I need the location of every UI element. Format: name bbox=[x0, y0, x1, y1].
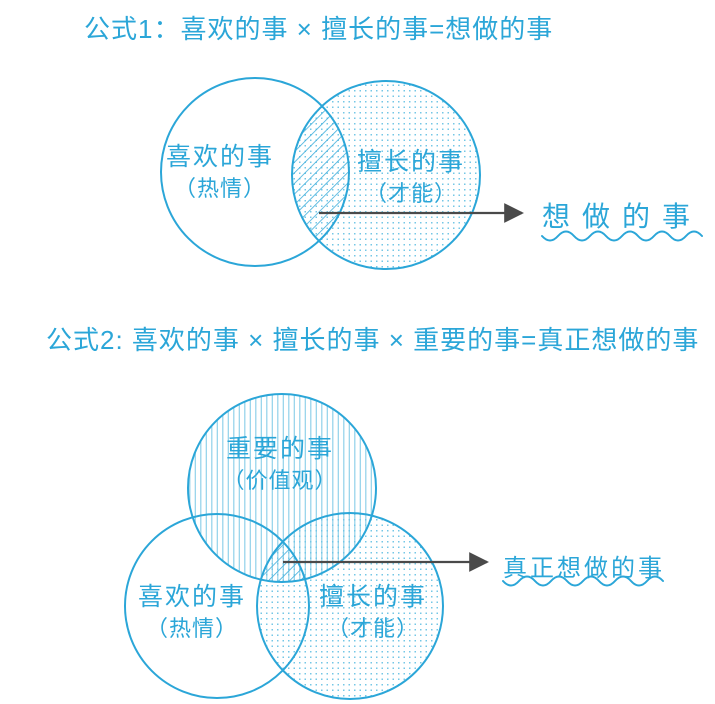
venn2-result-wavy-underline bbox=[502, 575, 664, 587]
venn2-important-circle-outline bbox=[187, 393, 377, 583]
venn2-likes-label: 喜欢的事 （热情） bbox=[138, 584, 246, 641]
venn2-result-label: 真正想做的事 bbox=[503, 555, 665, 582]
venn2-goodat-label: 擅长的事 （才能） bbox=[319, 584, 427, 641]
venn2-important-label-main: 重要的事 bbox=[225, 435, 335, 463]
venn1-goodat-circle-outline bbox=[291, 80, 481, 270]
venn-1 bbox=[160, 77, 703, 270]
venn1-result-label: 想做的事 bbox=[542, 201, 703, 232]
venn2-goodat-label-sub: （才能） bbox=[326, 616, 420, 641]
venn-2 bbox=[124, 393, 664, 700]
venn1-result-wavy-underline bbox=[541, 230, 703, 242]
venn1-likes-label-sub: （热情） bbox=[173, 176, 267, 201]
venn1-likes-circle-outline bbox=[160, 77, 350, 267]
venn2-important-label-sub: （价值观） bbox=[222, 468, 338, 493]
venn2-likes-label-main: 喜欢的事 bbox=[137, 583, 247, 611]
venn1-goodat-label-sub: （才能） bbox=[364, 181, 458, 206]
venn2-likes-circle-outline bbox=[124, 513, 310, 699]
venn2-important-label: 重要的事 （价值观） bbox=[222, 436, 337, 493]
venn1-likes-label: 喜欢的事 （热情） bbox=[166, 144, 274, 201]
venn2-goodat-circle-outline bbox=[256, 512, 444, 700]
venn1-goodat-label-main: 擅长的事 bbox=[356, 148, 466, 176]
formula-2-title: 公式2: 喜欢的事 × 擅长的事 × 重要的事=真正想做的事 bbox=[46, 325, 700, 355]
formula-1-title: 公式1：喜欢的事 × 擅长的事=想做的事 bbox=[84, 14, 554, 44]
venn1-likes-label-main: 喜欢的事 bbox=[165, 143, 275, 171]
venn1-goodat-label: 擅长的事 （才能） bbox=[357, 149, 465, 206]
venn2-likes-label-sub: （热情） bbox=[145, 616, 239, 641]
venn2-goodat-label-main: 擅长的事 bbox=[318, 583, 428, 611]
venn2-goodat-circle-fill bbox=[257, 513, 443, 699]
